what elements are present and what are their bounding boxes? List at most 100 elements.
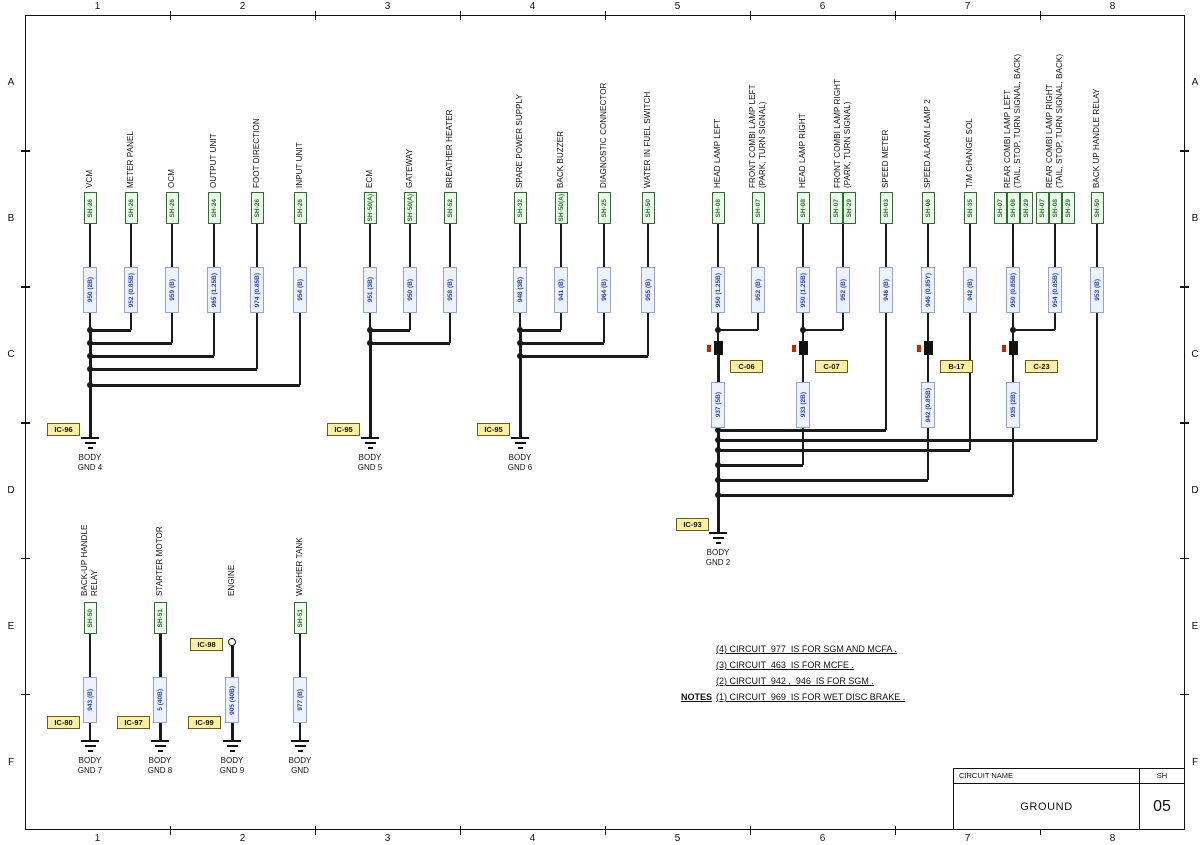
ground-symbol-bar (297, 750, 303, 752)
harness-connector-code: SH-26 (168, 198, 176, 218)
grid-column-label: 7 (964, 833, 971, 844)
wire-segment (90, 328, 131, 332)
wire-number-label: 943 (B) (83, 677, 97, 723)
wire-segment (370, 328, 410, 332)
wire-number-text: 942 (B) (966, 279, 974, 301)
grid-row-label: F (1191, 756, 1199, 768)
wire-number-text: 950 (0.85B) (1009, 272, 1017, 308)
wire-number-label: 933 (2B) (796, 382, 810, 428)
wire-segment (520, 341, 604, 345)
harness-connector-code: SH-25 (600, 198, 608, 218)
wire-number-text: 950 (1.25B) (714, 272, 722, 308)
harness-connector-code-box: SH-50(A) (403, 192, 417, 224)
harness-connector-code: SH-50(A) (557, 194, 565, 222)
ground-symbol-bar (81, 740, 99, 742)
ground-symbol-bar (226, 745, 238, 747)
wire-segment (803, 329, 843, 331)
device-label: FRONT COMBI LAMP LEFT (PARK, TURN SIGNAL… (748, 84, 767, 188)
grid-tick (749, 11, 751, 20)
notes-heading: NOTES (681, 692, 713, 702)
device-label: REAR COMBI LAMP LEFT (TAIL, STOP, TURN S… (1003, 53, 1022, 188)
junction-dot (715, 462, 721, 468)
harness-connector-code: SH-07 (1038, 198, 1046, 218)
harness-connector-code: SH-50 (1093, 198, 1101, 218)
harness-connector-code-box: SH-26 (293, 192, 307, 224)
ground-symbol-bar (87, 750, 93, 752)
wire-number-text: 952 (0.85B) (127, 272, 135, 308)
wire-number-text: 965 (1.25B) (210, 272, 218, 308)
harness-connector-code-box: SH-50(A) (363, 192, 377, 224)
harness-connector-code-box: SH-03 (879, 192, 893, 224)
wire-number-label: 952 (B) (836, 267, 850, 313)
connector-id-box: IC-95 (327, 423, 360, 436)
grid-column-label: 2 (239, 1, 246, 12)
connector-id-box: C-23 (1025, 360, 1058, 373)
junction-dot (517, 327, 523, 333)
grid-row-label: C (7, 349, 15, 361)
device-label: BACK BUZZER (556, 130, 565, 188)
wire-number-text: 905 (40B) (228, 685, 236, 715)
harness-connector-code: SH-29 (1064, 198, 1072, 218)
junction-dot (1010, 327, 1016, 333)
wire-number-label: 946 (0.85Y) (921, 267, 935, 313)
wire-number-label: 942 (0.85B) (921, 382, 935, 428)
connector-pin-mark (917, 345, 921, 352)
wire-segment (520, 328, 561, 332)
wire-number-text: 959 (B) (168, 279, 176, 301)
wire-segment (718, 428, 886, 432)
wire-number-text: 953 (B) (1093, 279, 1101, 301)
junction-dot (367, 340, 373, 346)
title-block-header-row: CIRCUIT NAME SH (954, 769, 1184, 784)
wire-number-text: 964 (B) (600, 279, 608, 301)
device-label: INPUT UNIT (295, 142, 304, 188)
ground-symbol-bar (81, 437, 99, 439)
ground-symbol-bar (84, 442, 96, 444)
device-label: VCM (85, 169, 94, 188)
device-label: HEAD LAMP LEFT (713, 118, 722, 188)
connector-id-box: IC-99 (188, 716, 221, 729)
grid-tick (459, 826, 461, 835)
device-label: ECM (365, 169, 374, 188)
ground-symbol-bar (361, 437, 379, 439)
harness-connector-code: SH-08 (1051, 198, 1059, 218)
harness-connector-code: SH-24 (210, 198, 218, 218)
grid-column-label: 4 (529, 1, 536, 12)
wire-number-label: 951 (3B) (363, 267, 377, 313)
wire-number-text: 937 (5B) (714, 392, 722, 418)
harness-connector-code: SH-26 (86, 198, 94, 218)
wire-number-label: 941 (B) (554, 267, 568, 313)
wire-number-text: 948 (3B) (516, 277, 524, 303)
junction-dot (517, 340, 523, 346)
wire-number-label: 954 (B) (293, 267, 307, 313)
harness-connector-code: SH-50 (644, 198, 652, 218)
harness-connector-code: SH-52 (446, 198, 454, 218)
harness-connector-code-box: SH-07 (830, 192, 843, 224)
grid-column-label: 6 (819, 833, 826, 844)
ground-symbol-bar (229, 750, 235, 752)
harness-connector-code: SH-50(A) (366, 194, 374, 222)
grid-column-label: 7 (964, 1, 971, 12)
device-label: ENGINE (227, 564, 236, 596)
junction-dot (715, 327, 721, 333)
harness-connector-code-box: SH-50 (1090, 192, 1104, 224)
harness-connector-code-box: SH-07 (751, 192, 765, 224)
harness-connector-code-box: SH-52 (443, 192, 457, 224)
wire-number-label: 954 (0.85B) (1048, 267, 1062, 313)
ground-label: BODY GND 6 (507, 453, 533, 472)
junction-dot (87, 353, 93, 359)
harness-connector-code-box: SH-06 (921, 192, 935, 224)
note-line: (4) CIRCUIT 977 IS FOR SGM AND MCFA . (716, 644, 897, 654)
wire-segment (718, 448, 970, 452)
harness-connector-code-box: SH-24 (207, 192, 221, 224)
junction-dot (87, 382, 93, 388)
title-block-value-row: GROUND 05 (954, 784, 1184, 829)
ground-symbol-bar (223, 740, 241, 742)
wire-number-label: 953 (B) (1090, 267, 1104, 313)
inline-connector-block (713, 341, 723, 355)
grid-row-label: C (1191, 349, 1199, 361)
grid-tick (1180, 693, 1189, 696)
harness-connector-code: SH-35 (966, 198, 974, 218)
grid-column-label: 2 (239, 833, 246, 844)
connector-pin-mark (1002, 345, 1006, 352)
device-label: METER PANEL (126, 131, 135, 188)
